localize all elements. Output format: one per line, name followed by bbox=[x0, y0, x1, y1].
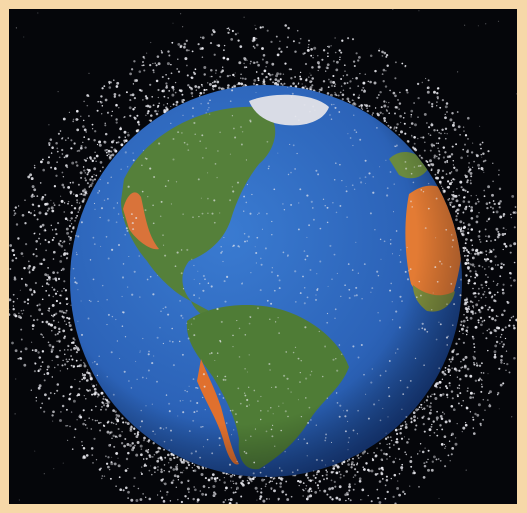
debris-cloud-back bbox=[9, 9, 517, 504]
earth-globe bbox=[70, 85, 462, 477]
earth-debris-scene bbox=[9, 9, 517, 504]
debris-cloud-front bbox=[72, 86, 462, 478]
space-photo bbox=[9, 9, 517, 504]
globe-shading bbox=[70, 85, 462, 477]
